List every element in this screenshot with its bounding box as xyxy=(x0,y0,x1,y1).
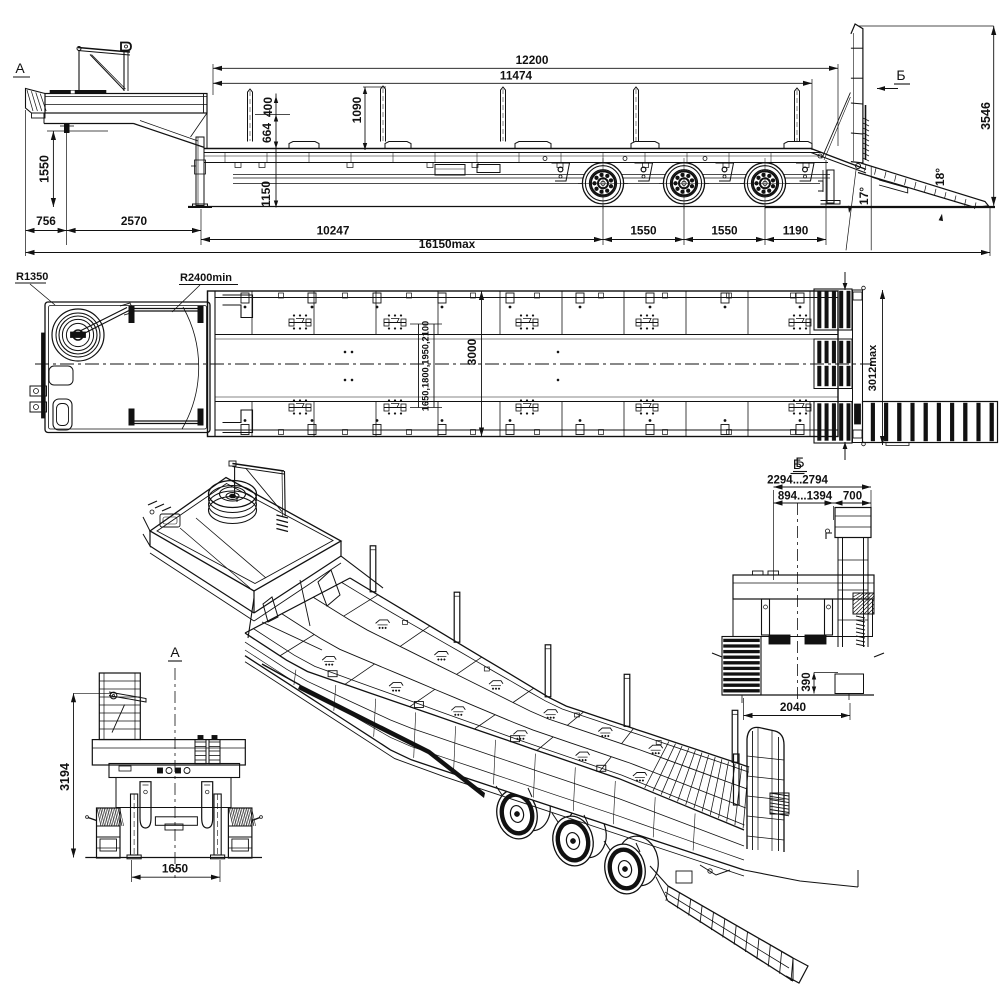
svg-text:Б: Б xyxy=(896,67,905,83)
svg-text:1550: 1550 xyxy=(711,224,738,238)
svg-text:11474: 11474 xyxy=(500,69,533,83)
svg-text:Б: Б xyxy=(793,456,802,472)
svg-text:R2400min: R2400min xyxy=(180,272,232,284)
svg-text:894...1394: 894...1394 xyxy=(778,491,833,503)
svg-text:3194: 3194 xyxy=(58,763,72,791)
svg-text:1190: 1190 xyxy=(783,224,809,238)
svg-text:664: 664 xyxy=(260,123,274,143)
svg-text:1090: 1090 xyxy=(350,96,364,123)
svg-text:А: А xyxy=(15,60,25,76)
svg-text:390: 390 xyxy=(801,672,813,691)
svg-text:12200: 12200 xyxy=(516,53,549,67)
svg-text:R1350: R1350 xyxy=(16,271,48,283)
svg-text:18°: 18° xyxy=(933,168,947,186)
svg-text:3012max: 3012max xyxy=(867,344,879,391)
svg-text:16150max: 16150max xyxy=(419,237,476,251)
svg-text:1150: 1150 xyxy=(259,181,273,207)
svg-text:2570: 2570 xyxy=(121,214,148,228)
svg-text:3000: 3000 xyxy=(465,338,479,365)
svg-text:2294...2794: 2294...2794 xyxy=(767,475,828,487)
svg-text:А: А xyxy=(170,644,180,660)
svg-text:3546: 3546 xyxy=(979,102,993,130)
svg-text:2040: 2040 xyxy=(780,700,807,714)
svg-text:1550: 1550 xyxy=(38,155,52,183)
svg-text:756: 756 xyxy=(36,214,56,228)
svg-text:700: 700 xyxy=(843,491,862,503)
svg-text:1550: 1550 xyxy=(630,224,657,238)
svg-text:400: 400 xyxy=(261,97,275,117)
svg-text:1650,1800,1950,2100: 1650,1800,1950,2100 xyxy=(421,321,431,411)
svg-text:10247: 10247 xyxy=(317,224,350,238)
svg-text:1650: 1650 xyxy=(162,862,189,876)
svg-text:Б: Б xyxy=(795,454,804,470)
svg-text:17°: 17° xyxy=(857,187,871,205)
